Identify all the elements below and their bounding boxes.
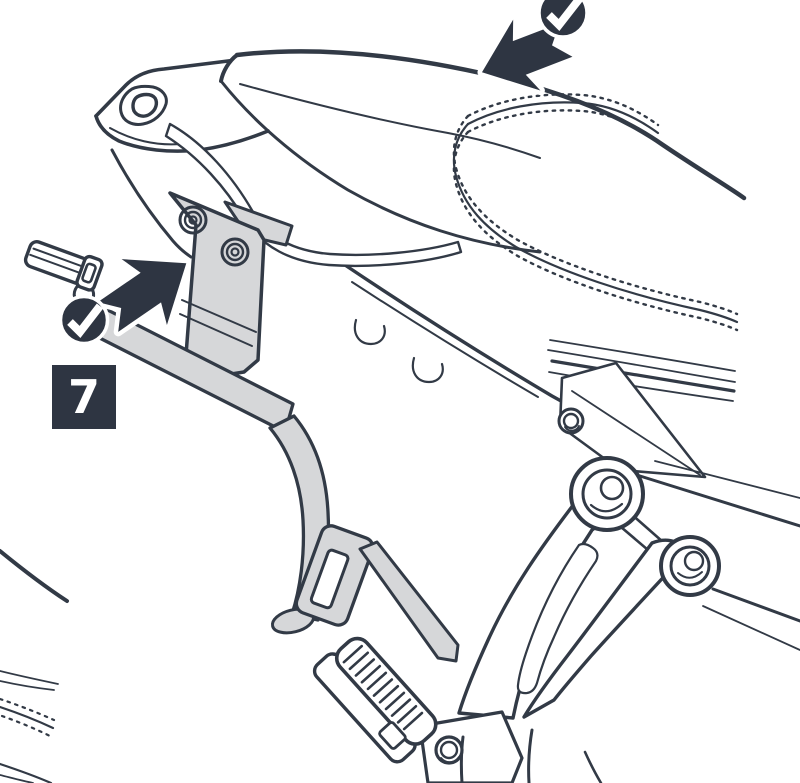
footpeg-hanger <box>418 361 800 783</box>
tail-panel-line <box>109 127 182 146</box>
panel-tab <box>411 356 444 384</box>
stitch-line <box>452 130 739 332</box>
hanger-bolt <box>557 407 585 435</box>
frame-line <box>654 460 800 499</box>
stitch-line <box>466 109 660 143</box>
tail-section <box>94 58 270 153</box>
taillight-inner <box>131 92 159 118</box>
footpeg-ribs <box>342 644 424 731</box>
motorcycle-seat <box>219 49 800 348</box>
hanger-arm-slot <box>516 542 599 695</box>
footpeg-end-slot <box>378 721 407 750</box>
check-mark <box>67 303 104 339</box>
seat-front-edge <box>219 53 239 83</box>
footpeg-pad <box>334 636 438 746</box>
arrow-to-seat-icon <box>477 15 577 96</box>
passenger-footpeg <box>312 636 438 764</box>
cowl-line <box>239 83 541 159</box>
frame-line <box>583 750 603 783</box>
frame-line <box>638 474 800 528</box>
adapter-ridge <box>29 253 86 276</box>
tail-top-edge <box>94 58 238 118</box>
contour-line <box>0 762 53 783</box>
mount-eye-upper <box>569 456 645 532</box>
adapter-ridge <box>32 247 88 269</box>
subframe-line <box>549 339 736 372</box>
mount-eye-lower <box>659 535 721 597</box>
taillight-outer <box>119 84 168 126</box>
check-mark <box>546 0 584 32</box>
seat-lower-contour <box>219 79 542 254</box>
lock-plate-slot <box>309 548 350 610</box>
check-circle-top-icon <box>537 0 589 39</box>
step-number-badge: 7 <box>52 365 116 429</box>
check-circle-left-icon <box>58 294 110 346</box>
seam-line <box>0 705 55 730</box>
fender-edge <box>110 148 193 259</box>
check-circle <box>58 294 110 346</box>
front-bodywork-fragment <box>0 549 69 783</box>
subframe-line <box>547 349 736 383</box>
stitch-line <box>0 714 54 739</box>
pannier-lock-plate <box>294 524 375 627</box>
frame-line <box>711 587 800 623</box>
seat-top-edge <box>234 49 747 201</box>
contour-line <box>0 680 55 691</box>
contour-line <box>0 549 69 603</box>
frame-line <box>702 605 800 651</box>
bracket-bolt <box>220 237 250 267</box>
subframe-line <box>550 359 736 393</box>
subframe-lines <box>110 148 747 423</box>
adapter-end-slot <box>81 262 97 284</box>
bracket-bolt <box>178 205 208 235</box>
contour-line <box>0 670 59 685</box>
carrier-stay-strip <box>358 540 460 663</box>
step-number: 7 <box>67 370 100 424</box>
seam-line <box>466 101 660 135</box>
arrow-shape <box>481 19 573 91</box>
tail-bottom-edge <box>94 114 270 153</box>
bracket-fold-line <box>179 313 253 347</box>
footpeg-bolt <box>434 735 464 765</box>
frame-line <box>527 728 534 783</box>
frame-line <box>459 735 465 783</box>
panel-tab <box>353 318 386 346</box>
side-panel-edge <box>351 281 539 398</box>
seat-fill <box>221 51 800 348</box>
peg-mount-plate <box>418 710 524 783</box>
stitch-line <box>466 93 660 127</box>
bracket-fold-line <box>181 299 257 333</box>
plate-edge-line <box>571 390 701 476</box>
arrow-shape <box>97 259 187 332</box>
fitting-adapter-piece <box>23 240 104 306</box>
annotation-layer <box>58 0 589 346</box>
arrow-to-bracket-icon <box>93 254 191 337</box>
contour-line <box>0 774 34 783</box>
